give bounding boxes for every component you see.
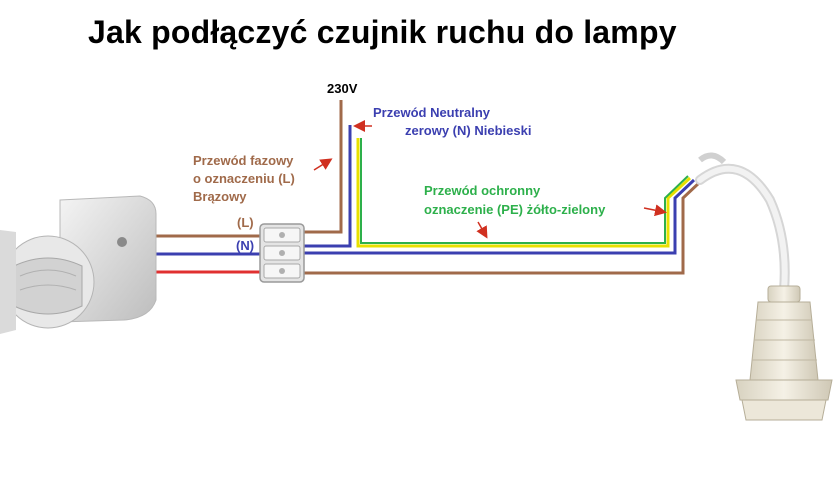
protective-label-line1: Przewód ochronny — [424, 183, 541, 198]
protective-label-line2: oznaczenie (PE) żółto-zielony — [424, 202, 606, 217]
protective-wire-yellow — [356, 138, 692, 248]
phase-label-line3: Brązowy — [193, 189, 247, 204]
terminal-block-icon — [259, 223, 305, 283]
voltage-label: 230V — [327, 81, 358, 96]
neutral-wire-lamp — [300, 178, 696, 255]
wires — [155, 100, 702, 275]
phase-wire-supply — [300, 100, 343, 234]
page-title: Jak podłączyć czujnik ruchu do lampy — [88, 14, 677, 50]
arrow-protective — [476, 221, 488, 239]
lamp-socket-icon — [695, 152, 833, 421]
tag-l-label: (L) — [237, 215, 254, 230]
tag-n-label: (N) — [236, 238, 255, 253]
neutral-label-line2: zerowy (N) Niebieski — [405, 123, 532, 138]
phase-label-line2: o oznaczeniu (L) — [193, 171, 295, 186]
phase-wire-lamp — [300, 180, 702, 275]
phase-label-line1: Przewód fazowy — [193, 153, 294, 168]
arrow-phase — [313, 158, 333, 171]
motion-sensor-icon — [0, 195, 157, 334]
protective-wire-green — [360, 138, 689, 244]
neutral-wire-supply — [300, 125, 352, 248]
neutral-label-line1: Przewód Neutralny — [373, 105, 491, 120]
arrow-protective-right — [643, 204, 667, 217]
